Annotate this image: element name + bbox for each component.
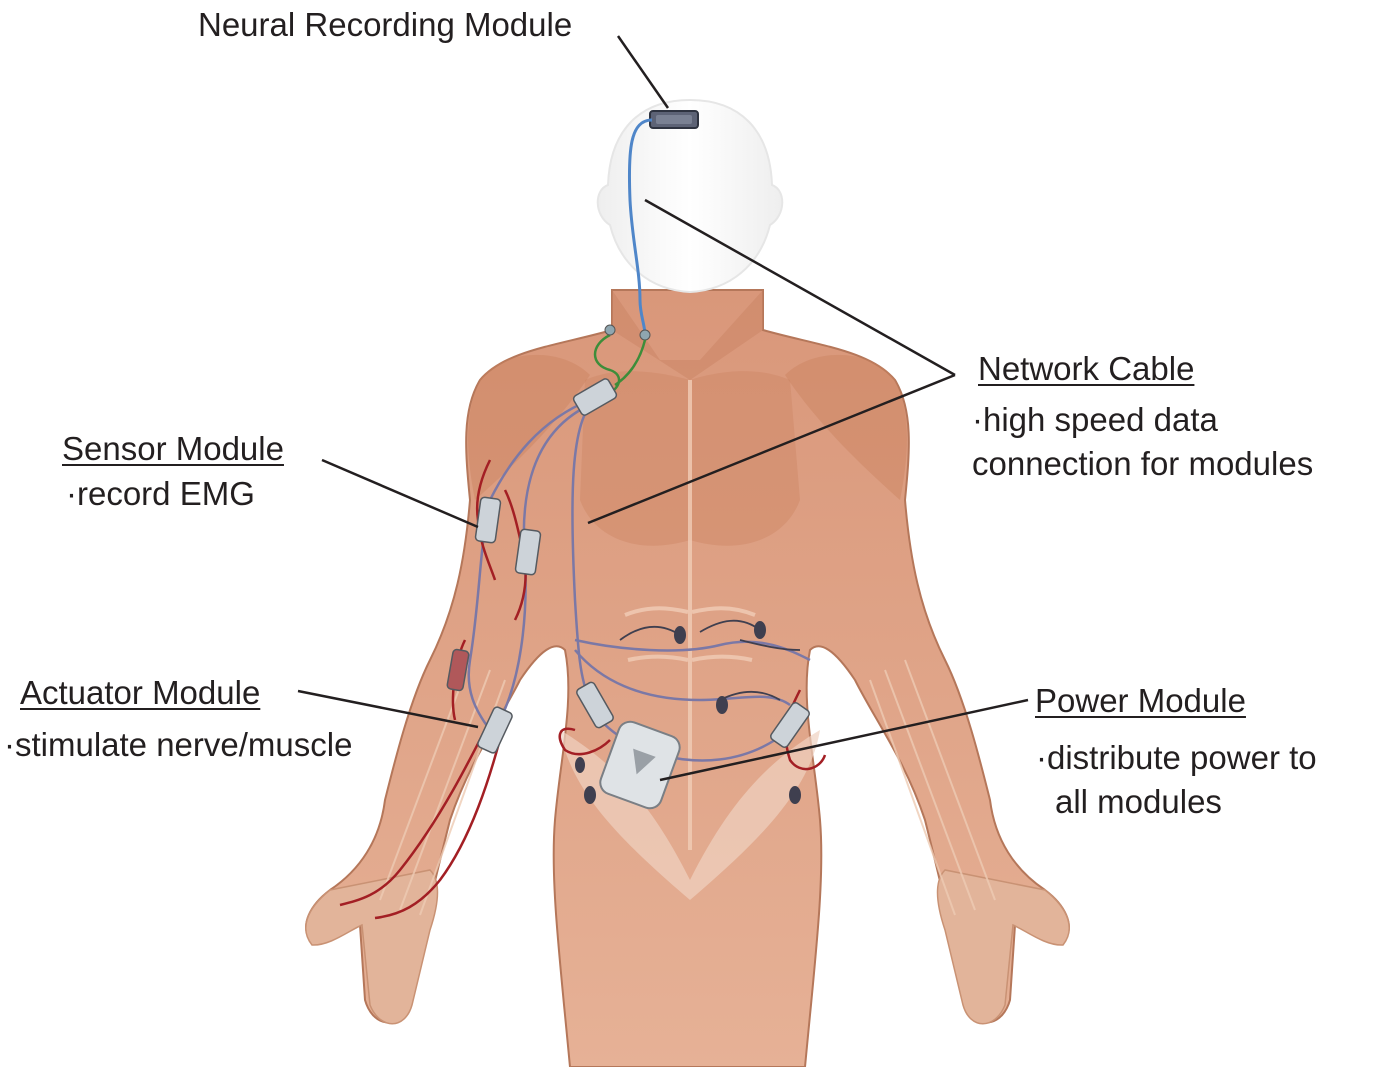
sensor-module-desc: ·record EMG bbox=[66, 472, 255, 516]
muscle-body bbox=[306, 290, 1069, 1067]
power-module-desc-line1: ·distribute power to bbox=[1036, 736, 1317, 780]
network-cable-desc-line2: connection for modules bbox=[972, 442, 1313, 486]
power-module-title: Power Module bbox=[1035, 684, 1246, 717]
cable-connector bbox=[640, 330, 650, 340]
neural-recording-label: Neural Recording Module bbox=[198, 8, 572, 41]
cable-connector bbox=[605, 325, 615, 335]
leader-sensor bbox=[322, 460, 478, 527]
neural-recording-device bbox=[650, 111, 698, 128]
power-module-desc-line2: all modules bbox=[1055, 780, 1222, 824]
actuator-module-title: Actuator Module bbox=[20, 676, 260, 709]
network-cable-desc-line1: ·high speed data bbox=[972, 398, 1218, 442]
actuator-module-desc: ·stimulate nerve/muscle bbox=[4, 723, 352, 767]
sensor-module-title: Sensor Module bbox=[62, 432, 284, 465]
leader-neural bbox=[618, 36, 668, 108]
network-cable-title: Network Cable bbox=[978, 352, 1194, 385]
